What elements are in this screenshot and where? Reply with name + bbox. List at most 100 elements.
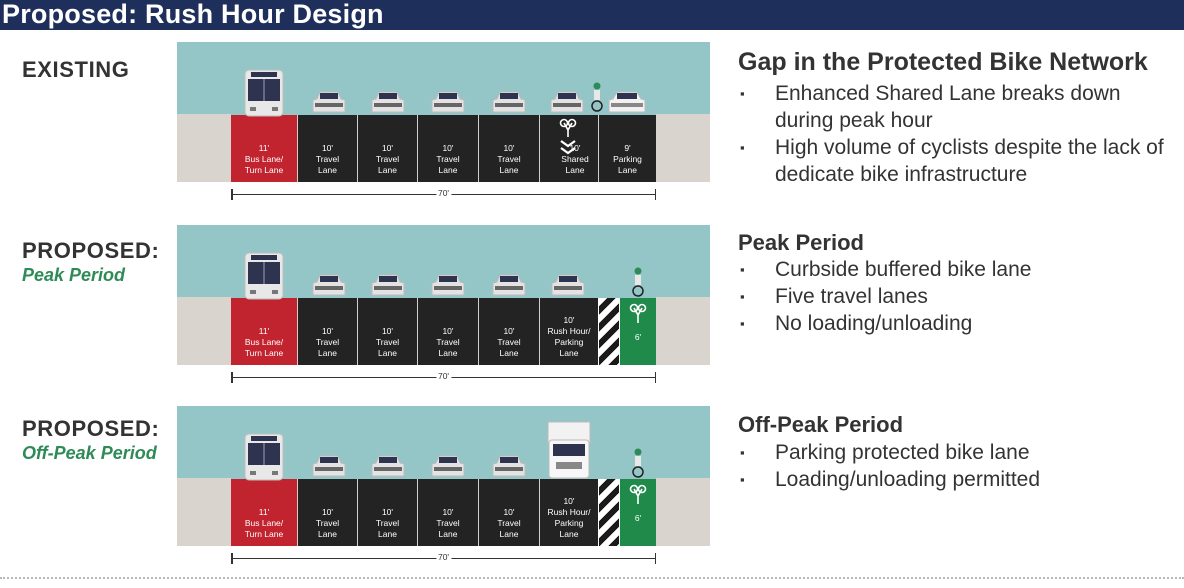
bullet-text: Curbside buffered bike lane [775, 258, 1032, 281]
row-label-sub: Peak Period [22, 265, 126, 285]
bike-lane-symbol-icon [629, 303, 647, 323]
bus-icon [244, 69, 284, 117]
car-icon [312, 274, 346, 296]
lane-divider [539, 479, 540, 546]
row-label-offpeak: PROPOSED: Off-Peak Period [22, 416, 159, 464]
lane-travel: 10' Travel Lane [358, 479, 417, 546]
lane-label: 10' Travel Lane [375, 507, 400, 539]
bus-icon [244, 433, 284, 481]
car-icon [371, 274, 405, 296]
bullet-marker: ▪ [740, 445, 745, 460]
lane-label: 6' [634, 513, 642, 523]
row-label-main: PROPOSED: [22, 238, 160, 263]
lane-rush-hour-parking: 10' Rush Hour/ Parking Lane [540, 479, 598, 546]
lane-label: 10' Travel Lane [436, 326, 460, 358]
lane-divider [478, 115, 479, 182]
lane-divider [478, 298, 479, 365]
bike-buffer [599, 298, 619, 365]
lane-bus: 11' Bus Lane/ Turn Lane [231, 298, 297, 365]
car-icon [371, 91, 405, 113]
panel-title-peak: Peak Period [738, 230, 864, 255]
bullet-list-peak: ▪ Curbside buffered bike lane ▪Five trave… [738, 256, 1158, 337]
lane-label: 10' Rush Hour/ Parking Lane [547, 496, 591, 539]
bullet-text: No loading/unloading [775, 312, 973, 335]
lane-travel: 10' Travel Lane [479, 479, 539, 546]
lane-divider [539, 115, 540, 182]
row-label-main: PROPOSED: [22, 416, 160, 441]
lane-label: 10' Travel Lane [497, 326, 521, 358]
row-label-sub: Off-Peak Period [22, 443, 157, 463]
lane-divider [598, 115, 599, 182]
lane-label: 10' Rush Hour/ Parking Lane [547, 315, 591, 358]
bullet-text: High volume of cyclists despite the lack… [775, 136, 1164, 186]
bullet-marker: ▪ [740, 262, 745, 277]
bullet-marker: ▪ [740, 289, 745, 304]
car-icon [431, 274, 465, 296]
bullet-item: ▪ Enhanced Shared Lane breaks down during… [738, 80, 1183, 134]
row-label-peak: PROPOSED: Peak Period [22, 238, 159, 286]
bike-buffer [599, 479, 619, 546]
sharrow-bike-icon [559, 118, 577, 137]
bullet-item: ▪Parking protected bike lane [738, 439, 1158, 466]
lane-divider [417, 479, 418, 546]
car-icon [312, 91, 346, 113]
lane-divider [297, 479, 298, 546]
cyclist-icon [632, 448, 644, 478]
lane-label: 9' Parking Lane [613, 143, 642, 175]
lane-label: 10' Travel Lane [375, 326, 400, 358]
sidewalk-right [656, 478, 710, 546]
lane-divider [478, 479, 479, 546]
lane-travel: 10' Travel Lane [298, 479, 357, 546]
cross-section-offpeak: 11' Bus Lane/ Turn Lane 10' Travel Lane … [177, 406, 710, 571]
lane-bus: 11' Bus Lane/ Turn Lane [231, 115, 297, 182]
lane-divider [297, 115, 298, 182]
sharrow-chevron-icon [560, 140, 576, 155]
sidewalk-left [177, 114, 231, 182]
lane-divider [417, 298, 418, 365]
sidewalk-left [177, 297, 231, 365]
bullet-item: ▪Five travel lanes [738, 283, 1158, 310]
lane-label: 10' Travel Lane [497, 143, 521, 175]
slide-header: Proposed: Rush Hour Design [0, 0, 1184, 30]
total-width-label: 70' [435, 188, 452, 198]
total-width-dimension: 70' [231, 371, 656, 383]
lane-travel: 10' Travel Lane [479, 298, 539, 365]
lane-divider [357, 298, 358, 365]
lane-travel: 10' Travel Lane [358, 115, 417, 182]
slide-title: Proposed: Rush Hour Design [2, 0, 384, 29]
cross-section-peak: 11' Bus Lane/ Turn Lane 10' Travel Lane … [177, 225, 710, 390]
car-icon [551, 274, 585, 296]
bullet-text: Enhanced Shared Lane breaks down during … [775, 82, 1121, 132]
total-width-dimension: 70' [231, 188, 656, 200]
bullet-item: ▪ High volume of cyclists despite the lac… [738, 134, 1183, 188]
bullet-marker: ▪ [740, 472, 745, 487]
lane-label: 10' Travel Lane [315, 507, 340, 539]
car-icon [371, 455, 405, 477]
lane-divider [539, 298, 540, 365]
row-label-existing: EXISTING [22, 57, 130, 83]
lane-label: 10' Travel Lane [497, 507, 521, 539]
bike-lane-symbol-icon [629, 484, 647, 504]
bullet-item: ▪ Curbside buffered bike lane [738, 256, 1158, 283]
cross-section-existing: 11' Bus Lane/ Turn Lane 10' Travel Lane … [177, 42, 710, 207]
bullet-marker: ▪ [740, 86, 745, 101]
lane-label: 10' Travel Lane [375, 143, 400, 175]
total-width-dimension: 70' [231, 552, 656, 564]
lane-divider [417, 115, 418, 182]
lane-divider [357, 479, 358, 546]
lane-label: 11' Bus Lane/ Turn Lane [244, 326, 284, 358]
bullet-list-offpeak: ▪Parking protected bike lane ▪Loading/un… [738, 439, 1158, 493]
lane-travel: 10' Travel Lane [418, 115, 478, 182]
car-icon [550, 91, 584, 113]
car-icon [492, 91, 526, 113]
lane-label: 10' Travel Lane [436, 143, 460, 175]
bullet-marker: ▪ [740, 140, 745, 155]
total-width-label: 70' [435, 552, 452, 562]
bullet-item: ▪No loading/unloading [738, 310, 1158, 337]
lane-shared: 10' Shared Lane [540, 115, 598, 182]
car-icon [312, 455, 346, 477]
lane-travel: 10' Travel Lane [358, 298, 417, 365]
car-icon [492, 455, 526, 477]
lane-label: 11' Bus Lane/ Turn Lane [244, 507, 284, 539]
car-icon [431, 455, 465, 477]
